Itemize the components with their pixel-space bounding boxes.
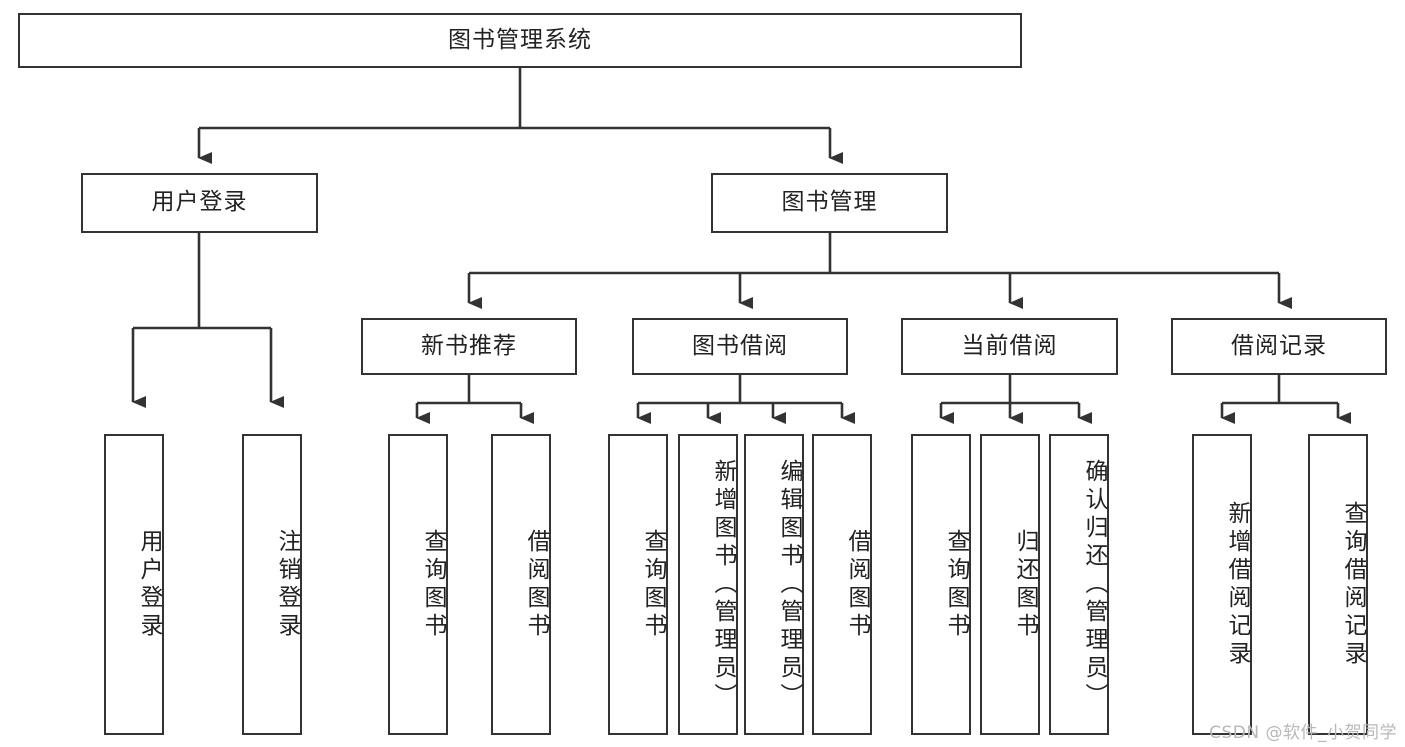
node-leaf-edit-book-label: 编辑图书（管理员） (776, 458, 802, 711)
node-leaf-query-record-label: 查询借阅记录 (1340, 500, 1366, 669)
node-leaf-add-book-label: 新增图书（管理员） (710, 458, 736, 711)
node-leaf-logout-label: 注销登录 (274, 528, 300, 641)
node-leaf-query-book-3[interactable]: 查询图书 (911, 434, 971, 735)
node-borrow-record[interactable]: 借阅记录 (1171, 318, 1387, 375)
node-new-book-recommend-label: 新书推荐 (421, 332, 517, 359)
node-leaf-query-book-1[interactable]: 查询图书 (388, 434, 448, 735)
node-leaf-return-book-label: 归还图书 (1012, 528, 1038, 641)
node-leaf-confirm-return[interactable]: 确认归还（管理员） (1049, 434, 1109, 735)
node-leaf-borrow-book-2-label: 借阅图书 (844, 528, 870, 641)
node-root[interactable]: 图书管理系统 (18, 13, 1022, 68)
node-book-borrow-label: 图书借阅 (692, 332, 788, 359)
node-leaf-confirm-return-label: 确认归还（管理员） (1081, 458, 1107, 711)
node-leaf-user-login-label: 用户登录 (136, 528, 162, 641)
node-leaf-query-record[interactable]: 查询借阅记录 (1308, 434, 1368, 735)
node-book-borrow[interactable]: 图书借阅 (632, 318, 848, 375)
node-leaf-query-book-1-label: 查询图书 (420, 528, 446, 641)
csdn-watermark: CSDN @软件_小贺同学 (1209, 723, 1397, 743)
node-book-manage[interactable]: 图书管理 (711, 173, 948, 233)
node-leaf-query-book-3-label: 查询图书 (943, 528, 969, 641)
node-user-login[interactable]: 用户登录 (81, 173, 318, 233)
node-leaf-borrow-book-1[interactable]: 借阅图书 (491, 434, 551, 735)
node-leaf-return-book[interactable]: 归还图书 (980, 434, 1040, 735)
node-new-book-recommend[interactable]: 新书推荐 (361, 318, 577, 375)
node-user-login-label: 用户登录 (151, 189, 248, 216)
node-leaf-user-login[interactable]: 用户登录 (104, 434, 164, 735)
node-book-manage-label: 图书管理 (781, 189, 878, 216)
node-leaf-query-book-2[interactable]: 查询图书 (608, 434, 668, 735)
node-leaf-add-record-label: 新增借阅记录 (1224, 500, 1250, 669)
node-borrow-record-label: 借阅记录 (1231, 332, 1327, 359)
node-root-label: 图书管理系统 (448, 26, 592, 53)
node-leaf-query-book-2-label: 查询图书 (640, 528, 666, 641)
node-leaf-add-book[interactable]: 新增图书（管理员） (678, 434, 738, 735)
node-current-borrow[interactable]: 当前借阅 (901, 318, 1118, 375)
node-leaf-add-record[interactable]: 新增借阅记录 (1192, 434, 1252, 735)
node-current-borrow-label: 当前借阅 (961, 332, 1058, 359)
node-leaf-borrow-book-2[interactable]: 借阅图书 (812, 434, 872, 735)
node-leaf-borrow-book-1-label: 借阅图书 (523, 528, 549, 641)
node-leaf-edit-book[interactable]: 编辑图书（管理员） (744, 434, 804, 735)
node-leaf-logout[interactable]: 注销登录 (242, 434, 302, 735)
